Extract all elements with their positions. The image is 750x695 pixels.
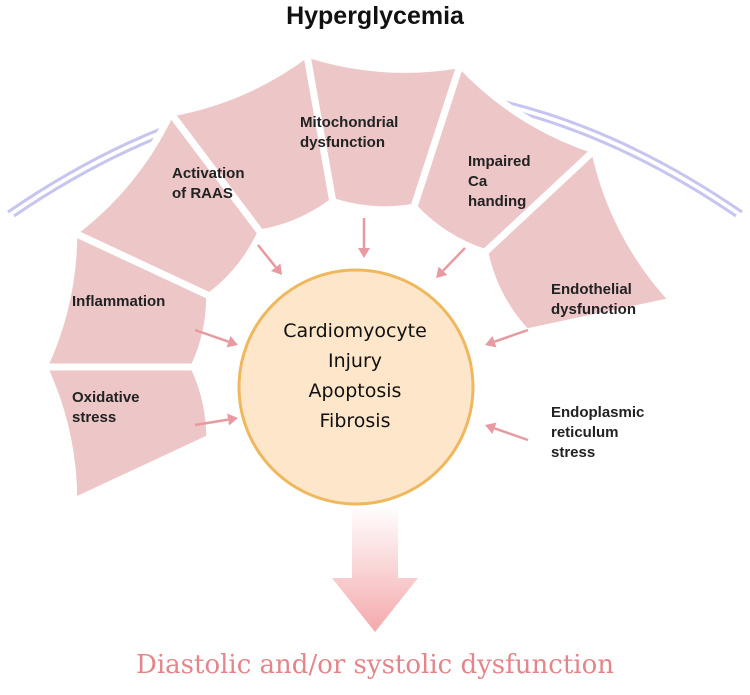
label-line: Inflammation xyxy=(72,293,166,310)
center-line: Apoptosis xyxy=(308,380,402,402)
label-line: stress xyxy=(72,409,117,426)
segment-er xyxy=(481,143,680,336)
arrow-oxidative xyxy=(194,413,238,427)
segment-endothelial xyxy=(409,57,602,257)
segment-oxidative xyxy=(38,363,214,507)
segment-calcium xyxy=(302,48,466,214)
label-line: handing xyxy=(468,193,527,210)
label-line: Oxidative xyxy=(72,389,140,406)
label-line: Endoplasmic xyxy=(551,404,645,421)
outcome-label: Diastolic and/or systolic dysfunction xyxy=(135,650,614,680)
arrow-mito xyxy=(358,218,370,258)
label-line: Endothelial xyxy=(551,281,632,298)
label-mitochondrial-dysfunction: Mitochondrial dysfunction xyxy=(300,113,398,153)
diagram-title: Hyperglycemia xyxy=(286,2,464,30)
cause-segments xyxy=(38,47,680,507)
label-line: dysfunction xyxy=(300,134,385,151)
label-endothelial-dysfunction: Endothelial dysfunction xyxy=(551,280,636,320)
label-line: dysfunction xyxy=(551,301,636,318)
center-line: Cardiomyocyte xyxy=(283,320,427,342)
arrow-endothelial xyxy=(485,328,529,348)
outcome-arrow xyxy=(332,505,418,632)
label-line: Ca xyxy=(468,173,488,190)
label-line: reticulum xyxy=(551,424,619,441)
label-oxidative-stress: Oxidative stress xyxy=(72,388,140,428)
segment-arrows xyxy=(194,218,529,442)
label-line: stress xyxy=(551,444,596,461)
center-circle xyxy=(237,268,475,506)
segment-raas xyxy=(67,106,265,301)
label-line: Impaired xyxy=(468,153,531,170)
arrow-er xyxy=(485,422,529,442)
label-line: Activation xyxy=(172,165,245,182)
arrow-inflammation xyxy=(194,328,238,348)
segment-mito xyxy=(164,47,337,237)
label-impaired-ca-handing: Impaired Ca handing xyxy=(468,152,531,212)
label-line: Mitochondrial xyxy=(300,114,399,131)
arrow-raas xyxy=(257,244,282,275)
label-activation-of-raas: Activation of RAAS xyxy=(172,164,245,204)
label-line: of RAAS xyxy=(172,185,233,202)
arrow-calcium xyxy=(436,247,466,278)
label-endoplasmic-reticulum-stress: Endoplasmic reticulum stress xyxy=(551,403,644,463)
segment-inflammation xyxy=(38,227,214,371)
center-line: Injury xyxy=(327,350,383,372)
label-inflammation: Inflammation xyxy=(72,292,165,312)
center-outcome-text: Cardiomyocyte Injury Apoptosis Fibrosis xyxy=(240,316,470,436)
center-line: Fibrosis xyxy=(319,410,391,432)
